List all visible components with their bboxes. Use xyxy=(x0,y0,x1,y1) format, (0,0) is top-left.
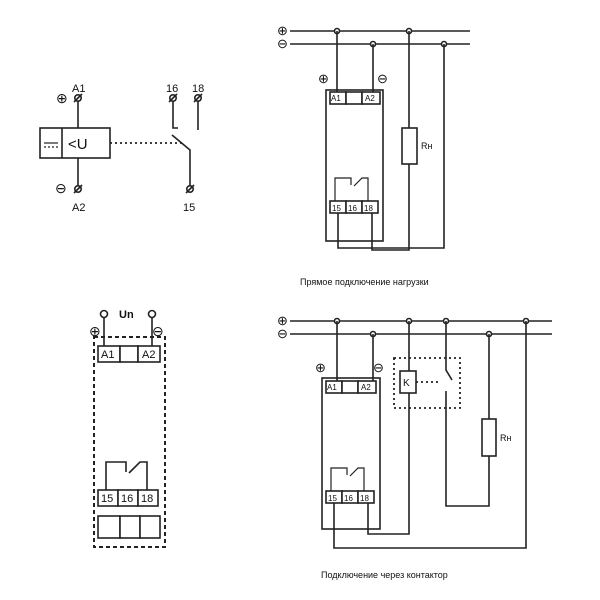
contactor-contact xyxy=(445,364,453,381)
direct-18: 18 xyxy=(364,204,373,213)
module-18: 18 xyxy=(141,493,153,505)
contactor-load-label: Rн xyxy=(500,433,511,443)
contactor-load-resistor xyxy=(481,418,497,457)
direct-16: 16 xyxy=(348,204,357,213)
contactor-16: 16 xyxy=(344,494,353,503)
contactor-15-wire xyxy=(333,321,527,549)
label-16: 16 xyxy=(166,83,178,95)
module-outline xyxy=(93,336,166,548)
direct-18-wire xyxy=(371,164,410,251)
module-16: 16 xyxy=(121,493,133,505)
direct-load-resistor xyxy=(401,127,418,165)
direct-load-label: Rн xyxy=(421,141,432,151)
contactor-18: 18 xyxy=(360,494,369,503)
contactor-outline xyxy=(393,357,461,409)
terminal-15 xyxy=(186,185,195,194)
rail2-plus-sign: ⊕ xyxy=(277,313,288,328)
module-housing: Un ⊕ ⊖ A1 A2 15 16 18 xyxy=(89,309,166,548)
contactor-plus-sign: ⊕ xyxy=(315,360,326,375)
direct-minus-sign: ⊖ xyxy=(377,71,388,86)
contactor-minus-sign: ⊖ xyxy=(373,360,384,375)
module-minus-sign: ⊖ xyxy=(152,323,164,339)
plus-sign-a1: ⊕ xyxy=(56,90,68,106)
un-label: Un xyxy=(119,309,134,321)
direct-relay-body xyxy=(325,89,384,242)
contactor-k-label: K xyxy=(403,378,410,389)
terminal-a2 xyxy=(74,185,83,194)
contactor-a1: A1 xyxy=(327,383,337,392)
direct-15-wire xyxy=(337,44,445,249)
contact-blade xyxy=(171,134,191,186)
module-a1: A1 xyxy=(101,349,114,361)
label-15: 15 xyxy=(183,202,195,214)
direct-caption: Прямое подключение нагрузки xyxy=(300,277,429,287)
direct-a2: A2 xyxy=(365,94,375,103)
un-terminal-left xyxy=(99,309,109,319)
rail2-minus-sign: ⊖ xyxy=(277,326,288,341)
relay-symbol: ⊕ A1 <U ⊖ A2 16 18 15 xyxy=(39,83,204,214)
module-contact-18 xyxy=(128,461,148,490)
label-a1: A1 xyxy=(72,83,85,95)
contactor-connection-diagram: ⊕ ⊖ A1 A2 ⊕ ⊖ 15 16 18 K xyxy=(277,313,552,580)
rail-minus-sign: ⊖ xyxy=(277,36,288,51)
module-a2: A2 xyxy=(142,349,155,361)
direct-plus-sign: ⊕ xyxy=(318,71,329,86)
contact-16-wire xyxy=(172,101,178,129)
contactor-a2: A2 xyxy=(361,383,371,392)
module-plus-sign: ⊕ xyxy=(89,323,101,339)
module-15: 15 xyxy=(101,493,113,505)
direct-connection-diagram: ⊕ ⊖ A1 A2 ⊕ ⊖ 15 16 18 Rн Прямое по xyxy=(277,23,470,287)
un-terminal-right xyxy=(147,309,157,319)
contactor-relay-body xyxy=(321,377,381,530)
rail-plus-sign: ⊕ xyxy=(277,23,288,38)
minus-sign-a2: ⊖ xyxy=(55,180,67,196)
direct-15: 15 xyxy=(332,204,341,213)
undervoltage-label: <U xyxy=(68,136,88,153)
direct-a1: A1 xyxy=(331,94,341,103)
contactor-caption: Подключение через контактор xyxy=(321,570,448,580)
module-empty-terminal xyxy=(97,515,121,539)
module-contact-16 xyxy=(105,461,127,490)
contactor-15: 15 xyxy=(328,494,337,503)
contactor-18-wire xyxy=(367,393,410,535)
label-18: 18 xyxy=(192,83,204,95)
label-a2: A2 xyxy=(72,202,85,214)
